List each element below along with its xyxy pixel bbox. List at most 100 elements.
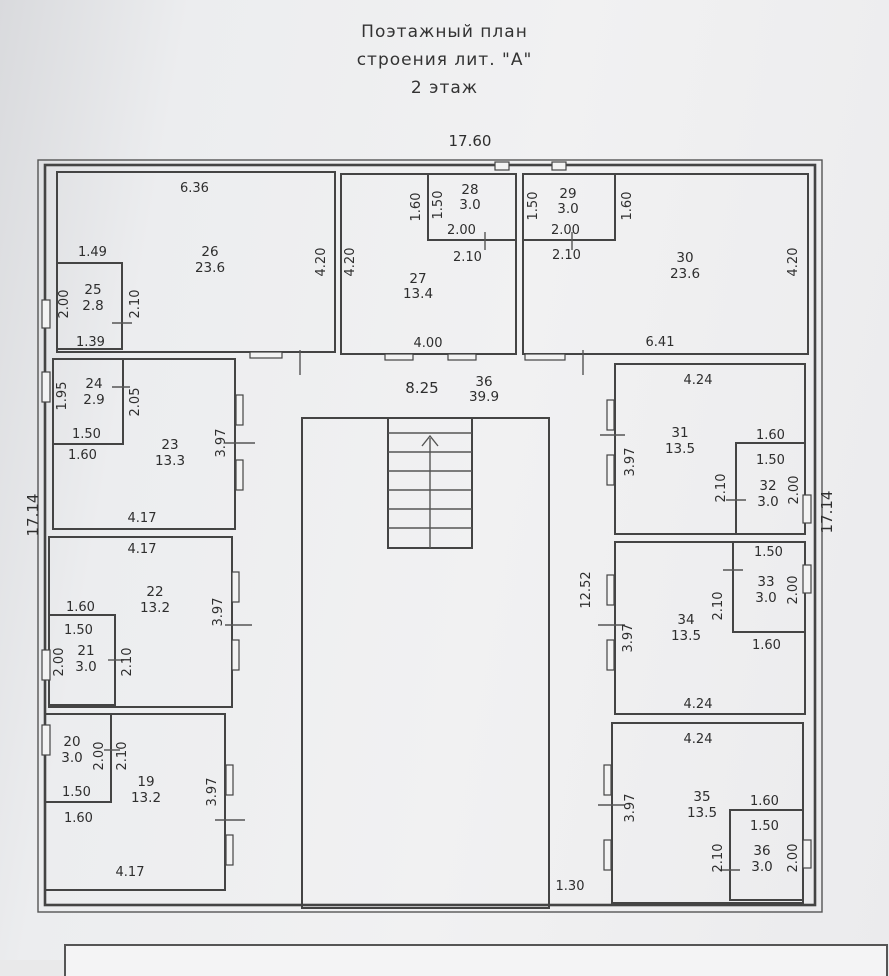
dim-room-25-height: 2.00 [57,290,72,319]
room-24-number: 24 [85,376,102,392]
room-23-area: 13.3 [155,453,185,469]
room-27-area: 13.4 [403,286,433,302]
dim-8-25: 8.25 [405,379,438,397]
room-30-number: 30 [676,250,693,266]
room-34-number: 34 [677,612,694,628]
dim-room-36-small-door: 2.10 [711,844,726,873]
dim-room-33-width: 1.50 [754,545,783,560]
dim-room-22-width: 4.17 [128,542,157,557]
dim-room-23-width: 4.17 [128,511,157,526]
dim-room-24-width: 1.50 [72,427,101,442]
room-31-area: 13.5 [665,441,695,457]
dim-room-31-height: 3.97 [623,448,638,477]
room-35-number: 35 [693,789,710,805]
title-line-2: строения лит. "А" [356,50,533,70]
dim-room-36-small-height: 2.00 [786,844,801,873]
overall-height-left-label: 17.14 [24,494,42,537]
room-25-number: 25 [84,282,101,298]
room-30-area: 23.6 [670,266,700,282]
dim-room-24-door: 2.05 [128,388,143,417]
stair-well [301,417,550,909]
dim-room-24-height: 1.95 [55,382,70,411]
dim-room-35-notch: 1.60 [750,794,779,809]
room-25-walls [56,262,123,350]
room-28-walls [427,173,517,241]
dim-room-19-notch: 1.60 [64,811,93,826]
outer-wall-outline [37,159,823,913]
dim-room-34-width: 4.24 [684,697,713,712]
room-32-number: 32 [759,478,776,494]
room-28-area: 3.0 [459,197,480,213]
room-34-walls [614,541,806,715]
room-36-small-number: 36 [753,843,770,859]
dim-room-35-width: 4.24 [684,732,713,747]
dim-room-33-door: 2.10 [711,592,726,621]
dim-room-29-door: 2.10 [552,248,581,263]
dim-room-28-door: 2.10 [453,250,482,265]
room-26-area: 23.6 [195,260,225,276]
room-24-area: 2.9 [83,392,104,408]
room-32-area: 3.0 [757,494,778,510]
room-20-number: 20 [63,734,80,750]
windows [41,161,812,871]
dim-room-20-door: 2.10 [115,742,130,771]
dim-room-30-height: 4.20 [786,248,801,277]
stair-steps [388,432,472,548]
dim-room-36-small-width: 1.50 [750,819,779,834]
dim-1-39: 1.39 [76,335,105,350]
dim-room-34-height: 3.97 [621,624,636,653]
dim-room-31-width: 4.24 [684,373,713,388]
room-29-area: 3.0 [557,201,578,217]
room-36-corridor-number: 36 [475,374,492,390]
dim-room-29-height: 1.50 [526,192,541,221]
room-34-area: 13.5 [671,628,701,644]
dim-room-19-height: 3.97 [205,778,220,807]
dim-room-34-notch: 1.60 [752,638,781,653]
room-29-walls [522,173,616,241]
overall-width-label: 17.60 [449,132,492,150]
dim-room-27-height: 4.20 [343,248,358,277]
dim-room-28-width: 2.00 [447,223,476,238]
dim-6-36: 6.36 [180,181,209,196]
room-36-corridor-area: 39.9 [469,389,499,405]
dim-room-19-width: 4.17 [116,865,145,880]
room-33-area: 3.0 [755,590,776,606]
room-22-number: 22 [146,584,163,600]
title-line-3: 2 этаж [410,78,479,98]
room-21-area: 3.0 [75,659,96,675]
room-29-number: 29 [559,186,576,202]
room-20-area: 3.0 [61,750,82,766]
room-20-walls [44,713,112,803]
room-25-area: 2.8 [82,298,103,314]
room-33-number: 33 [757,574,774,590]
dim-1-30: 1.30 [556,879,585,894]
room-26-number: 26 [201,244,218,260]
dim-room-20-height: 2.00 [92,742,107,771]
dim-room-23-height: 3.97 [214,429,229,458]
dim-12-52: 12.52 [579,571,594,608]
dim-room-21-door: 2.10 [120,648,135,677]
dim-room-23-notch: 1.60 [68,448,97,463]
room-30-walls [522,173,809,355]
room-22-area: 13.2 [140,600,170,616]
room-31-number: 31 [671,425,688,441]
room-27-number: 27 [409,271,426,287]
room-36-small-area: 3.0 [751,859,772,875]
room-19-number: 19 [137,774,154,790]
dim-room-22-height: 3.97 [211,598,226,627]
overall-height-right-label: 17.14 [818,491,836,534]
dim-room-20-width: 1.50 [62,785,91,800]
dim-6-41: 6.41 [646,335,675,350]
dim-room-30-upper: 1.60 [620,192,635,221]
dim-1-49: 1.49 [78,245,107,260]
room-21-number: 21 [77,643,94,659]
dim-room-33-height: 2.00 [786,576,801,605]
room-28-number: 28 [461,182,478,198]
room-19-area: 13.2 [131,790,161,806]
dim-room-31-notch: 1.60 [756,428,785,443]
room-22-walls [48,536,233,708]
room-32-walls [735,442,806,535]
outer-wall [43,163,817,907]
